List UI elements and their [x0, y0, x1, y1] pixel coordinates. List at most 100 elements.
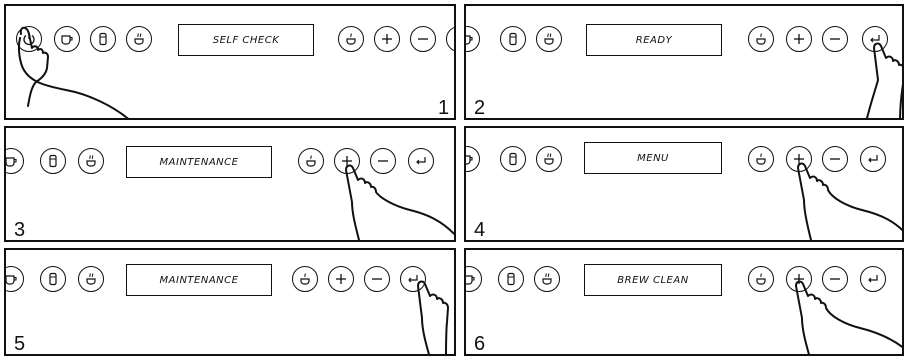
steam-icon — [346, 33, 356, 45]
panel-number: 6 — [474, 333, 486, 355]
steam-icon — [756, 33, 766, 45]
enter-icon — [868, 155, 878, 163]
hot-water-button[interactable] — [78, 266, 104, 292]
tall-cup-icon — [507, 272, 515, 286]
steam-icon — [756, 153, 766, 165]
minus-button[interactable] — [364, 266, 390, 292]
display-screen: BREW CLEAN — [584, 264, 722, 296]
display-text: SELF CHECK — [212, 34, 280, 46]
steam-button[interactable] — [298, 148, 324, 174]
minus-button[interactable] — [822, 146, 848, 172]
minus-icon — [372, 278, 382, 280]
steam-button[interactable] — [292, 266, 318, 292]
enter-button[interactable] — [408, 148, 434, 174]
enter-icon — [416, 157, 426, 165]
panel-number: 5 — [14, 333, 26, 355]
display-screen: READY — [586, 24, 722, 56]
minus-icon — [418, 38, 428, 40]
hot-water-button[interactable] — [534, 266, 560, 292]
hot-water-button[interactable] — [126, 26, 152, 52]
panel-number: 3 — [14, 219, 26, 241]
hot-water-icon — [86, 155, 96, 167]
tall-cup-button[interactable] — [498, 266, 524, 292]
plus-button[interactable] — [786, 266, 812, 292]
hot-water-button[interactable] — [536, 146, 562, 172]
hot-water-icon — [542, 273, 552, 285]
cup-icon — [6, 275, 17, 285]
steam-icon — [306, 155, 316, 167]
hot-water-button[interactable] — [536, 26, 562, 52]
hot-water-icon — [544, 33, 554, 45]
display-text: BREW CLEAN — [617, 274, 689, 286]
steam-icon — [756, 273, 766, 285]
tall-cup-button[interactable] — [500, 146, 526, 172]
minus-icon — [378, 160, 388, 162]
pointing-hand — [865, 42, 902, 118]
panel-1: SELF CHECK 1 — [4, 4, 456, 120]
tall-cup-button[interactable] — [90, 26, 116, 52]
display-screen: SELF CHECK — [178, 24, 314, 56]
plus-button[interactable] — [374, 26, 400, 52]
display-text: READY — [635, 34, 673, 46]
tall-cup-icon — [49, 154, 57, 168]
plus-button[interactable] — [786, 146, 812, 172]
plus-icon — [382, 34, 392, 44]
enter-button[interactable] — [400, 266, 426, 292]
pointing-hand — [345, 164, 454, 240]
tall-cup-icon — [99, 32, 107, 46]
enter-icon — [870, 35, 880, 43]
cup-icon — [61, 35, 73, 45]
steam-button[interactable] — [748, 146, 774, 172]
display-screen: MENU — [584, 142, 722, 174]
minus-button[interactable] — [370, 148, 396, 174]
steam-button[interactable] — [748, 266, 774, 292]
display-text: MAINTENANCE — [159, 156, 239, 168]
minus-button[interactable] — [410, 26, 436, 52]
cup-icon — [466, 155, 473, 165]
plus-button[interactable] — [786, 26, 812, 52]
display-screen: MAINTENANCE — [126, 146, 272, 178]
minus-icon — [830, 38, 840, 40]
steam-icon — [300, 273, 310, 285]
plus-button[interactable] — [328, 266, 354, 292]
pointing-hand — [417, 280, 449, 354]
panel-number: 1 — [438, 97, 450, 119]
plus-icon — [794, 34, 804, 44]
panel-3: MAINTENANCE 3 — [4, 126, 456, 242]
minus-button[interactable] — [822, 266, 848, 292]
steam-button[interactable] — [748, 26, 774, 52]
tall-cup-icon — [509, 152, 517, 166]
tall-cup-button[interactable] — [40, 266, 66, 292]
steam-button[interactable] — [338, 26, 364, 52]
plus-icon — [794, 154, 804, 164]
pointing-hand — [795, 280, 902, 354]
display-text: MENU — [637, 152, 669, 164]
minus-icon — [830, 278, 840, 280]
enter-icon — [868, 275, 878, 283]
enter-icon — [408, 275, 418, 283]
plus-icon — [342, 156, 352, 166]
tall-cup-button[interactable] — [500, 26, 526, 52]
pointing-hand — [17, 26, 129, 118]
tall-cup-icon — [509, 32, 517, 46]
cup-icon — [466, 35, 473, 45]
enter-button[interactable] — [860, 266, 886, 292]
hot-water-icon — [544, 153, 554, 165]
cup-button[interactable] — [466, 26, 480, 52]
plus-icon — [336, 274, 346, 284]
tall-cup-icon — [49, 272, 57, 286]
cup-icon — [466, 275, 475, 285]
tall-cup-button[interactable] — [40, 148, 66, 174]
cup-button[interactable] — [54, 26, 80, 52]
panel-4: MENU 4 — [464, 126, 904, 242]
panel-5: MAINTENANCE 5 — [4, 248, 456, 356]
hot-water-button[interactable] — [78, 148, 104, 174]
display-text: MAINTENANCE — [159, 274, 239, 286]
enter-button[interactable] — [860, 146, 886, 172]
panel-number: 4 — [474, 219, 486, 241]
minus-button[interactable] — [822, 26, 848, 52]
hot-water-icon — [86, 273, 96, 285]
panel-2: READY 2 — [464, 4, 904, 120]
panel-6: BREW CLEAN 6 — [464, 248, 904, 356]
pointing-hand — [797, 162, 902, 240]
